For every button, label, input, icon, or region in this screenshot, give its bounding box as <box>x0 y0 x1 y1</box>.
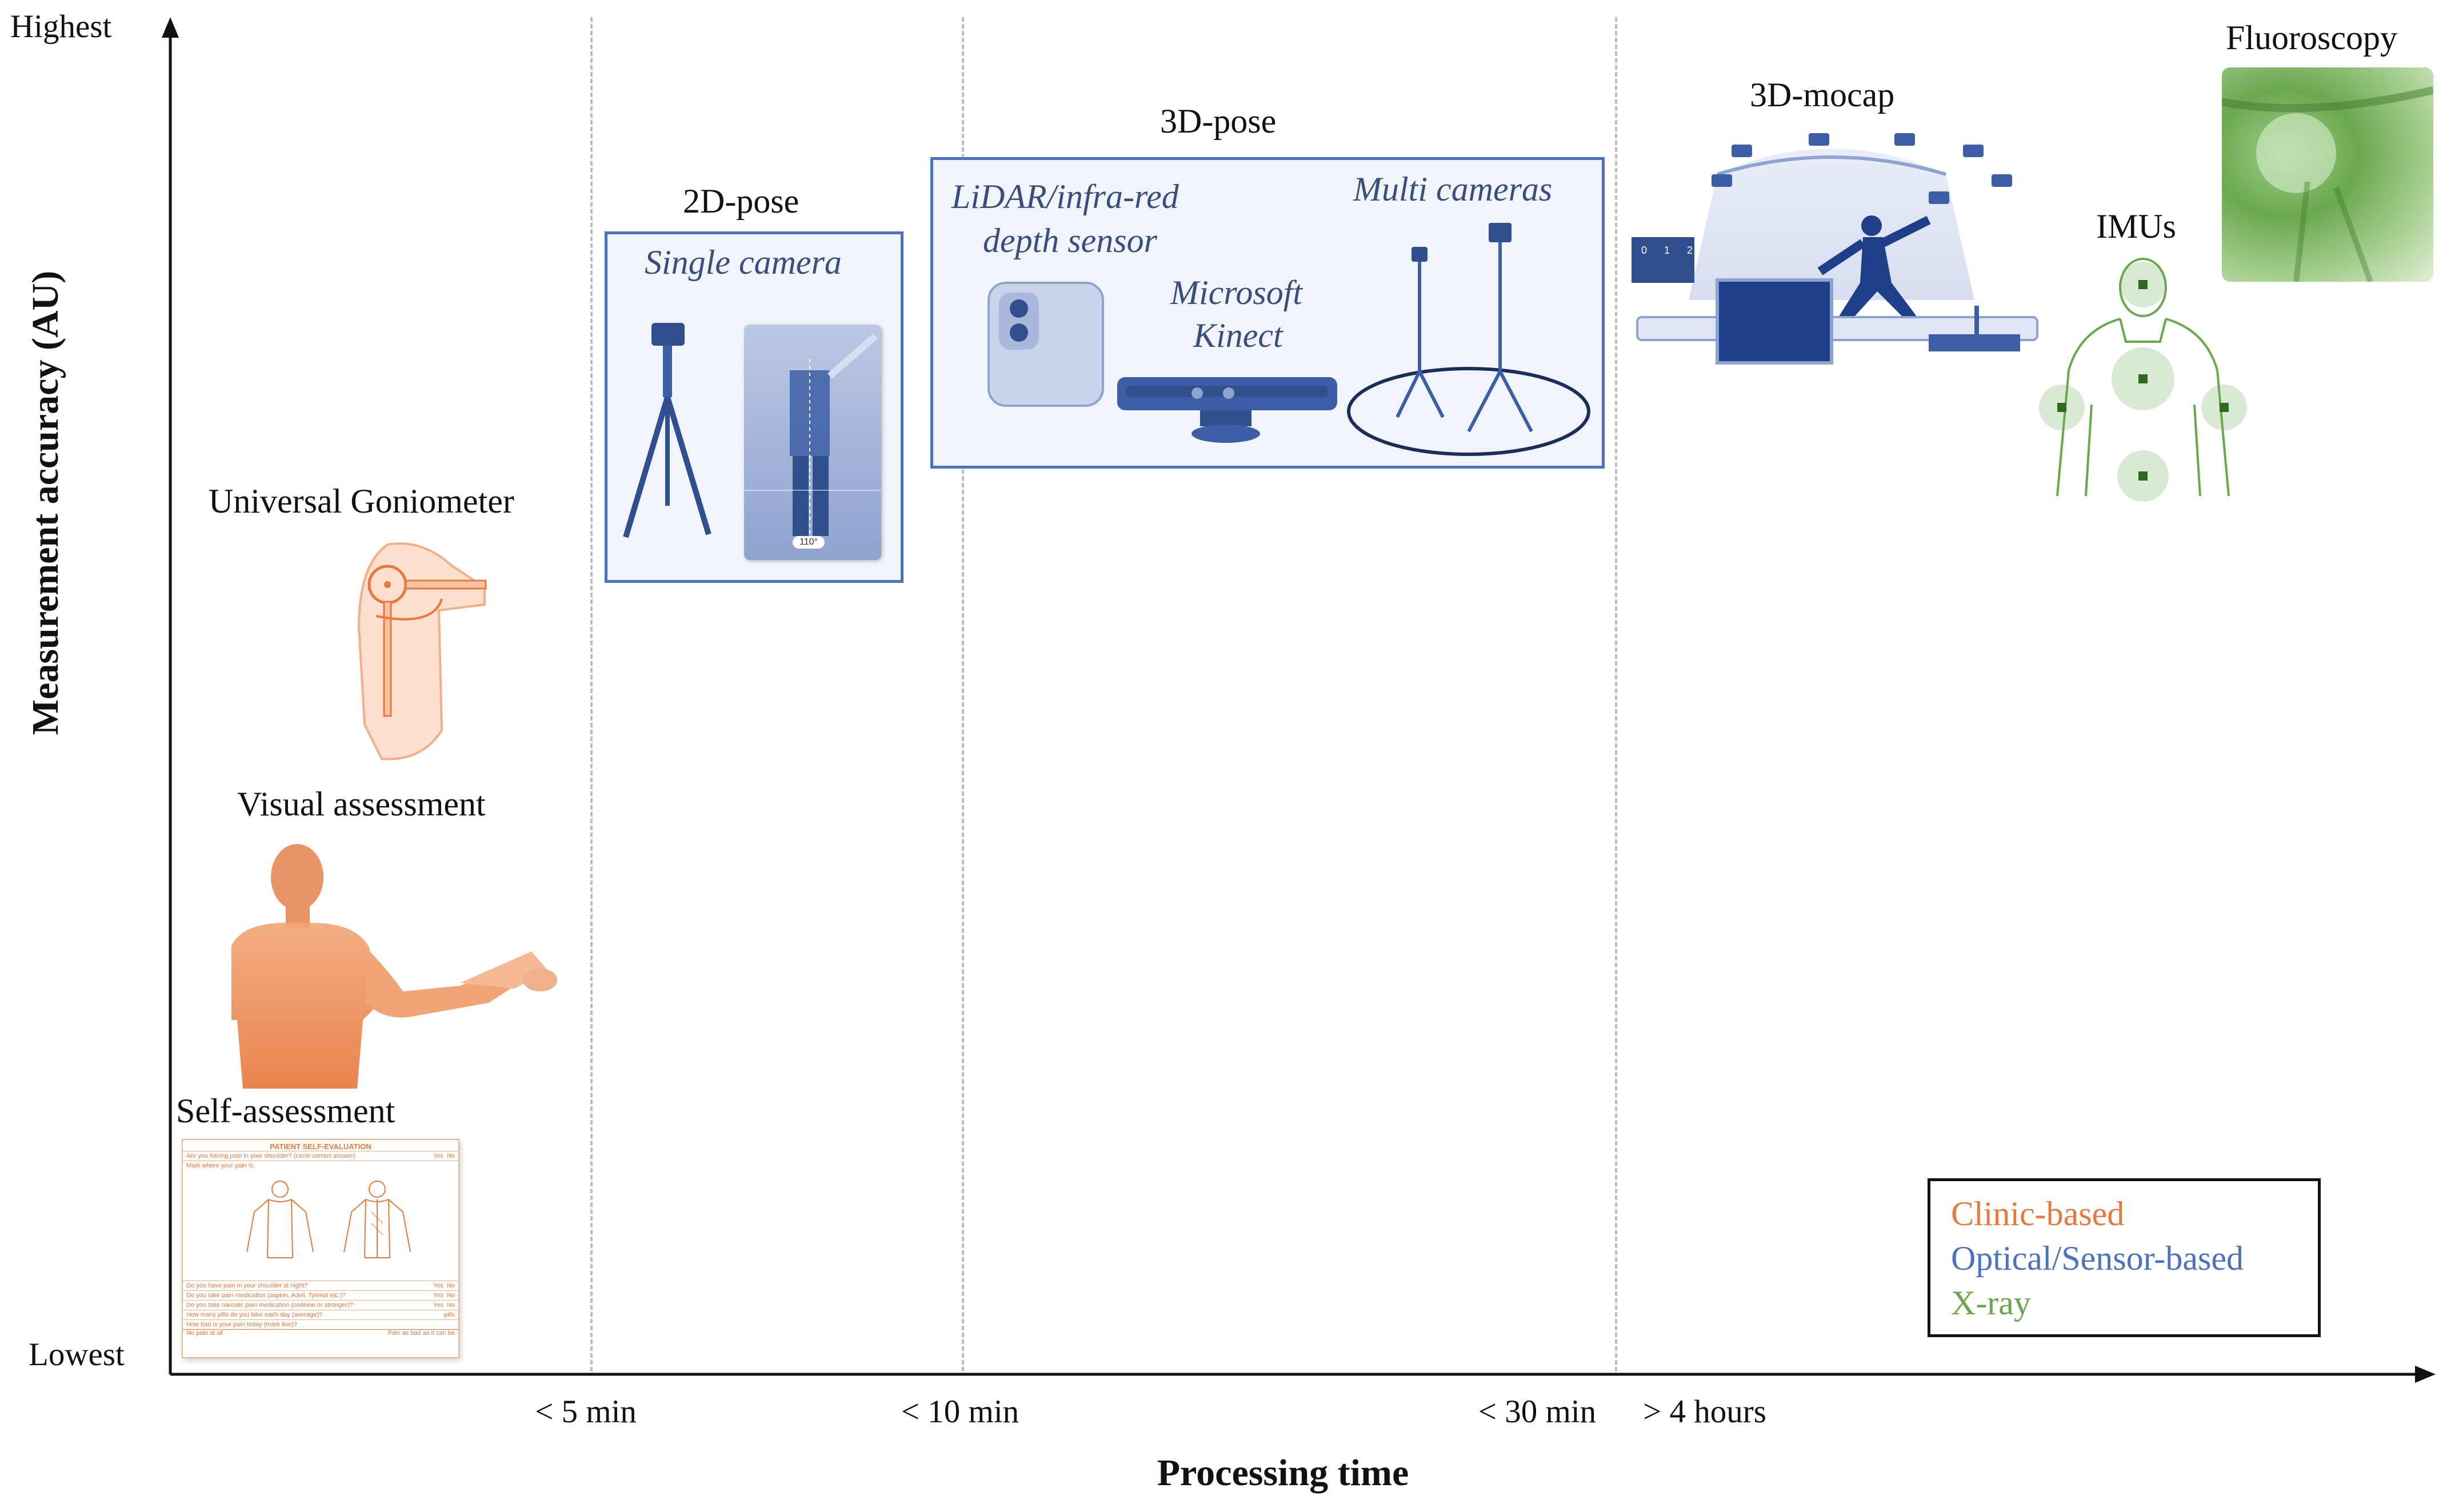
y-top-label: Highest <box>10 9 112 45</box>
kinect-label-line2: Kinect <box>1193 317 1283 354</box>
form-scale-high: Pain as bad as it can be <box>387 1330 455 1337</box>
separator-10min <box>962 17 964 1371</box>
kinect-label-line1: Microsoft <box>1170 274 1303 311</box>
separator-5min <box>590 17 593 1371</box>
multi-camera-tripods-icon <box>1347 223 1590 456</box>
legend: Clinic-based Optical/Sensor-based X-ray <box>1928 1178 2321 1337</box>
x-axis-arrow <box>2415 1366 2436 1383</box>
mocap-label: 3D-mocap <box>1750 76 1895 114</box>
x-tick-4hours: > 4 hours <box>1643 1394 1766 1430</box>
self-assessment-form: PATIENT SELF-EVALUATION Are you having p… <box>182 1139 459 1358</box>
y-axis-arrow <box>162 17 179 38</box>
body-diagram-icon <box>246 1181 411 1258</box>
legend-optical: Optical/Sensor-based <box>1951 1239 2244 1277</box>
pose-skeleton-icon <box>744 333 881 542</box>
pose2d-label: 2D-pose <box>683 182 799 220</box>
x-axis-title: Processing time <box>1157 1452 1409 1494</box>
phone-angle-badge: 110° <box>793 536 825 549</box>
form-q4: Do you take narcotic pain medication (co… <box>186 1302 353 1309</box>
shoulder-bone-icon <box>2222 86 2433 282</box>
form-header: PATIENT SELF-EVALUATION <box>183 1142 458 1151</box>
self-assessment-label: Self-assessment <box>176 1092 395 1130</box>
legend-clinic: Clinic-based <box>1951 1195 2125 1233</box>
fluoroscopy-xray-image <box>2222 67 2433 282</box>
mocap-studio-icon <box>1632 133 2038 365</box>
imus-label: IMUs <box>2096 207 2177 245</box>
pose2d-single-camera: Single camera <box>645 243 842 281</box>
pose3d-label: 3D-pose <box>1160 102 1277 140</box>
person-with-arm-icon <box>231 844 557 1089</box>
form-q2: Do you have pain in your shoulder at nig… <box>186 1282 308 1289</box>
form-q3: Do you take pain medication (aspirin, Ad… <box>186 1292 346 1299</box>
form-mark: Mark where your pain is: <box>186 1162 255 1169</box>
x-tick-10min: < 10 min <box>901 1394 1019 1430</box>
imu-torso-icon <box>2039 258 2247 502</box>
mocap-marker-0: 0 <box>1641 245 1648 256</box>
mocap-marker-2: 2 <box>1686 245 1693 256</box>
fluoroscopy-label: Fluoroscopy <box>2226 19 2397 57</box>
y-axis-title: Measurement accuracy (AU) <box>25 270 66 735</box>
legend-xray: X-ray <box>1951 1284 2031 1322</box>
visual-assessment-label: Visual assessment <box>237 785 486 823</box>
lidar-phone-icon <box>987 282 1104 407</box>
form-q1: Are you having pain in your shoulder? (c… <box>186 1153 355 1159</box>
goniometer-label: Universal Goniometer <box>209 482 514 520</box>
mocap-marker-1: 1 <box>1664 245 1670 256</box>
lidar-label-line2: depth sensor <box>983 222 1157 259</box>
y-bottom-label: Lowest <box>29 1337 125 1373</box>
form-q6: How bad is your pain today (mark line)? <box>183 1319 458 1329</box>
multi-cameras-label: Multi cameras <box>1353 170 1553 208</box>
kinect-sensor-icon <box>1117 377 1337 443</box>
x-tick-30min: < 30 min <box>1478 1394 1597 1430</box>
mocap-marker-labels: 0 1 2 <box>1641 245 1693 257</box>
form-pills: pills <box>444 1311 455 1318</box>
phone-screen-pose-image: 110° <box>744 325 881 560</box>
separator-30min <box>1615 17 1617 1371</box>
goniometer-shoulder-icon <box>357 542 487 761</box>
form-scale-low: No pain at all <box>186 1330 223 1337</box>
x-tick-5min: < 5 min <box>535 1394 637 1430</box>
form-yes: Yes <box>433 1153 443 1159</box>
lidar-label-line1: LiDAR/infra-red <box>951 178 1179 215</box>
tripod-phone-icon <box>623 323 711 538</box>
form-no: No <box>446 1153 455 1159</box>
form-q5: How many pills do you take each day (ave… <box>186 1311 322 1318</box>
